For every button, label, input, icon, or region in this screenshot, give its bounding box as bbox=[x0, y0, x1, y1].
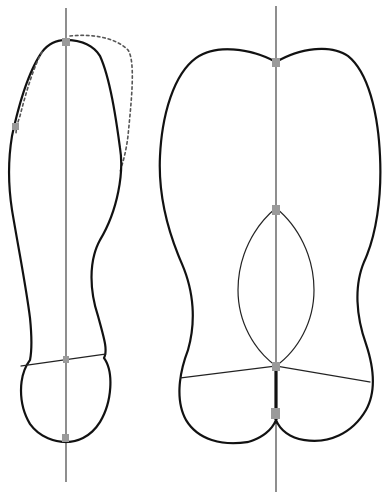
left-mid-marker bbox=[63, 356, 69, 363]
right-figure bbox=[160, 6, 381, 492]
left-side-marker bbox=[12, 123, 19, 130]
left-dotted-shoulder bbox=[16, 52, 42, 134]
right-mid-marker bbox=[272, 362, 280, 371]
right-transverse-line-left bbox=[180, 366, 276, 378]
right-top-marker bbox=[272, 58, 280, 67]
left-bottom-marker bbox=[62, 434, 69, 442]
right-outline bbox=[160, 49, 381, 443]
left-top-marker bbox=[62, 38, 70, 46]
left-outline bbox=[9, 40, 121, 442]
left-figure bbox=[9, 8, 132, 482]
right-bottom-marker bbox=[271, 408, 280, 419]
left-dotted-outline bbox=[70, 35, 132, 172]
right-lens-top-marker bbox=[272, 205, 280, 215]
right-transverse-line-right bbox=[276, 366, 370, 382]
